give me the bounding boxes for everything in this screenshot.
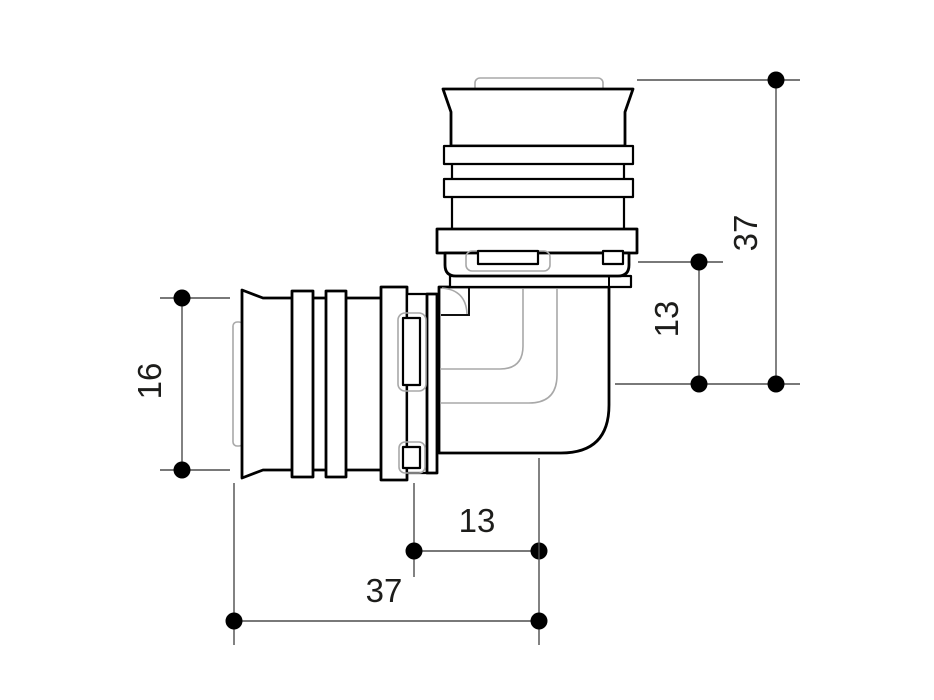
dimension-endpoint-dot xyxy=(173,289,191,307)
dimension-label: 13 xyxy=(459,502,496,539)
sleeve-rib xyxy=(442,144,635,166)
sleeve-collar xyxy=(435,227,639,255)
collar-window xyxy=(401,316,422,387)
dimension-endpoint-dot xyxy=(530,612,548,630)
dimension-label: 13 xyxy=(648,301,685,338)
bore-corner-line xyxy=(441,287,468,315)
dimension-endpoint-dot xyxy=(173,461,191,479)
dimension-left-bore: 16 xyxy=(131,289,230,479)
dimension-endpoint-dot xyxy=(405,542,423,560)
dimension-label: 16 xyxy=(131,363,168,400)
collar-window xyxy=(476,249,540,266)
dimension-label: 37 xyxy=(366,572,403,609)
sleeve-trumpet xyxy=(441,87,635,148)
collar-latch xyxy=(601,249,625,266)
bore-line xyxy=(440,288,558,404)
vertical-port xyxy=(435,87,639,278)
dimension-label: 37 xyxy=(727,215,764,252)
dimension-endpoint-dot xyxy=(690,253,708,271)
dimension-bottom-offset: 13 xyxy=(405,483,548,577)
collar-window-detail xyxy=(398,441,426,474)
collar-latch xyxy=(401,445,422,470)
dimension-right-overall: 37 xyxy=(615,71,800,393)
sleeve-rib xyxy=(290,289,315,479)
dimension-endpoint-dot xyxy=(767,375,785,393)
elbow-fitting xyxy=(232,77,639,482)
dimension-right-offset: 13 xyxy=(638,253,723,393)
horizontal-port xyxy=(240,285,439,482)
sleeve-end-cap xyxy=(425,292,439,475)
inner-step-line xyxy=(441,288,470,316)
collar-window-detail xyxy=(397,312,427,392)
sleeve-rib xyxy=(442,177,635,199)
elbow-body xyxy=(437,285,611,455)
bore-line xyxy=(440,288,524,370)
dimension-bottom-overall: 37 xyxy=(225,458,548,645)
dimension-endpoint-dot xyxy=(690,375,708,393)
elbow-bore-lines xyxy=(440,287,558,404)
dimension-endpoint-dot xyxy=(767,71,785,89)
sleeve-rib xyxy=(324,289,348,479)
flange-plate xyxy=(448,274,633,289)
dimension-endpoint-dot xyxy=(225,612,243,630)
